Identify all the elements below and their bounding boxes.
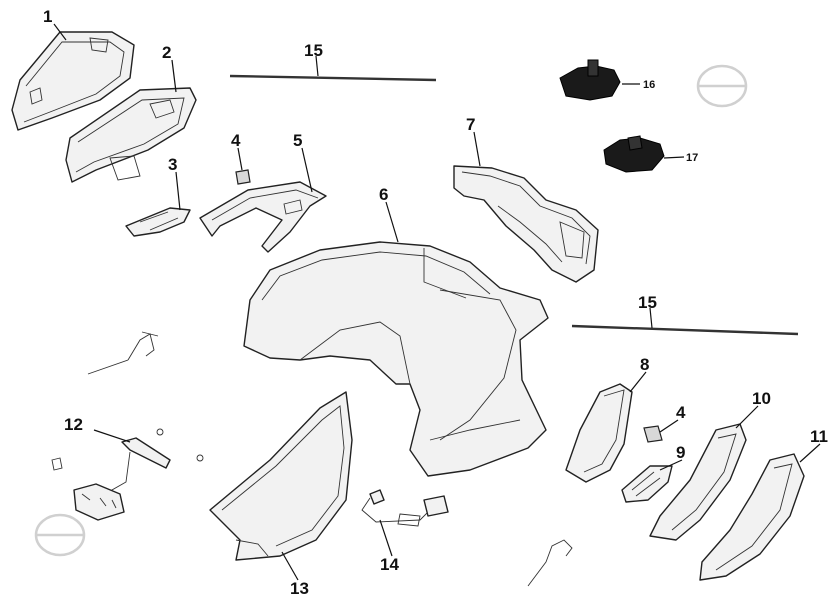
part-12-harness: [51, 437, 171, 521]
callout-4-right: 4: [676, 403, 686, 422]
part-1-front-cover: [11, 31, 135, 131]
watermark-logo-top-right: [696, 64, 748, 108]
callout-15-right: 15: [638, 293, 657, 312]
hardware-screw-bottom: [527, 539, 573, 587]
part-6-front-body: [243, 241, 549, 477]
part-15-rod-right: [571, 324, 799, 336]
part-7-upper-frame: [453, 165, 599, 283]
callout-1: 1: [43, 7, 52, 26]
part-8-side-trim: [565, 383, 633, 483]
part-16-rubber-pad: [559, 59, 621, 101]
callout-15-top: 15: [304, 41, 323, 60]
part-13-lower-cover: [209, 391, 353, 561]
part-3-bracket: [125, 207, 191, 237]
part-9-bracket: [621, 465, 673, 503]
part-15-rod-top: [229, 74, 437, 82]
callout-7: 7: [466, 115, 475, 134]
part-17-rubber-pad: [603, 135, 665, 173]
callout-5: 5: [293, 131, 302, 150]
part-4-clip-right: [643, 425, 663, 443]
callout-2: 2: [162, 43, 171, 62]
hardware-small-bolts: [156, 428, 204, 462]
callout-13: 13: [290, 579, 309, 598]
callout-14: 14: [380, 555, 399, 574]
part-5-side-bracket: [199, 181, 327, 253]
callout-10: 10: [752, 389, 771, 408]
callout-12: 12: [64, 415, 83, 434]
part-14-sensor-cable: [361, 489, 449, 527]
hardware-screw-left: [87, 331, 159, 375]
callout-4-top: 4: [231, 131, 241, 150]
callout-11: 11: [810, 427, 828, 446]
part-11-outer-side-panel: [699, 453, 805, 581]
part-4-clip-top: [235, 169, 251, 185]
part-10-inner-side-panel: [649, 423, 747, 541]
callout-8: 8: [640, 355, 649, 374]
callout-6: 6: [379, 185, 388, 204]
callout-17: 17: [686, 152, 698, 164]
callout-9: 9: [676, 443, 685, 462]
leader-lines: [53, 23, 821, 581]
watermark-logo-bottom-left: [34, 513, 86, 557]
callout-3: 3: [168, 155, 177, 174]
part-2-inner-panel: [65, 87, 197, 183]
callout-16: 16: [643, 79, 655, 91]
